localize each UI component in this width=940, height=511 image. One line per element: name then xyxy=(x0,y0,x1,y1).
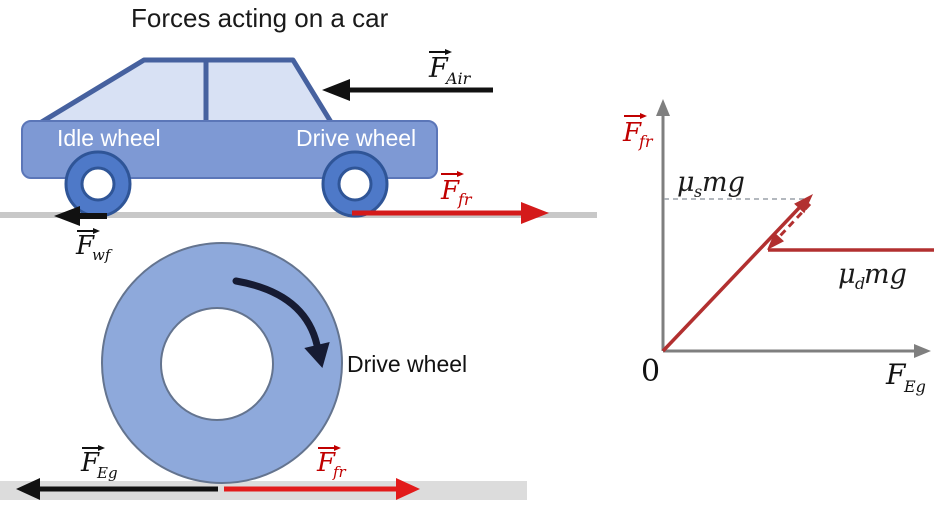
wheel-friction-subscript: wf xyxy=(92,246,113,264)
x-axis-label: F Eg xyxy=(885,358,926,396)
friction-subscript: fr xyxy=(457,190,473,209)
wheel-friction-force-subscript: fr xyxy=(332,463,347,481)
friction-force-arrow xyxy=(352,202,549,224)
rotation-direction-arrow xyxy=(232,277,330,368)
static-rise-arrowhead-icon xyxy=(794,194,813,214)
wheel-friction-force-arrowhead-icon xyxy=(396,478,420,500)
x-axis-subscript: Eg xyxy=(903,377,926,396)
friction-symbol: F xyxy=(440,176,460,206)
y-axis-arrowhead-icon xyxy=(656,99,670,116)
x-axis xyxy=(663,344,931,358)
air-drag-arrowhead-icon xyxy=(322,79,350,101)
engine-force-symbol: F xyxy=(80,448,100,478)
friction-graph: 0 F fr F Eg μ s mg xyxy=(622,99,934,396)
y-axis-subscript: fr xyxy=(638,132,654,151)
engine-force-subscript: Eg xyxy=(96,464,118,482)
mu-s-mg-text: mg xyxy=(702,167,745,198)
vector-arrowhead-icon xyxy=(98,445,105,451)
y-axis-label: F fr xyxy=(622,113,654,151)
air-drag-force-arrow xyxy=(322,79,493,101)
slip-drop-arrowhead-icon xyxy=(767,232,784,250)
vector-arrowhead-icon xyxy=(445,49,452,55)
kinetic-level-label: μ d mg xyxy=(838,259,907,293)
x-axis-arrowhead-icon xyxy=(914,344,931,358)
static-rise-line xyxy=(661,206,801,353)
engine-force-arrowhead-icon xyxy=(16,478,40,500)
y-axis-symbol: F xyxy=(622,118,642,148)
vector-arrowhead-icon xyxy=(457,171,464,177)
diagram-title: Forces acting on a car xyxy=(131,3,389,33)
wheel-figure: Drive wheel F Eg F fr xyxy=(0,242,527,500)
wheel-friction-label: F wf xyxy=(75,228,113,264)
engine-force-label: F Eg xyxy=(80,445,118,482)
x-axis-symbol: F xyxy=(885,358,907,391)
y-axis xyxy=(656,99,670,351)
wheel-friction-force-arrow xyxy=(224,478,420,500)
slip-drop-arrow xyxy=(767,202,812,250)
ground-line xyxy=(0,212,597,218)
drive-wheel-label: Drive wheel xyxy=(296,125,416,151)
engine-force-arrow xyxy=(16,478,218,500)
friction-arrowhead-icon xyxy=(521,202,549,224)
car-cabin xyxy=(27,57,337,132)
wheel-friction-force-label: F fr xyxy=(316,445,347,481)
drive-wheel-caption: Drive wheel xyxy=(347,351,467,377)
idle-wheel-label: Idle wheel xyxy=(57,125,161,151)
wheel-friction-arrowhead-icon xyxy=(54,206,80,226)
mu-d-subscript: d xyxy=(855,274,865,293)
mu-d-mg-text: mg xyxy=(864,259,907,290)
mu-s-symbol: μ xyxy=(677,167,695,198)
rotation-arrowhead-icon xyxy=(304,342,330,368)
vector-arrowhead-icon xyxy=(93,228,100,234)
wheel-friction-force-symbol: F xyxy=(316,448,336,478)
vector-arrowhead-icon xyxy=(334,445,341,451)
origin-label: 0 xyxy=(641,354,660,389)
wheel-friction-symbol: F xyxy=(75,231,95,261)
air-drag-force-label: F Air xyxy=(428,49,472,88)
wheel-friction-arrow xyxy=(54,206,107,226)
idle-wheel-hub xyxy=(80,166,116,202)
slip-drop-line xyxy=(777,202,812,239)
rotation-arrow-arc xyxy=(232,277,321,349)
car-figure: Idle wheel Drive wheel F Air F fr xyxy=(0,49,597,264)
wheel-hub xyxy=(160,307,274,421)
mu-d-symbol: μ xyxy=(838,259,856,290)
vector-arrowhead-icon xyxy=(640,113,647,119)
air-drag-symbol: F xyxy=(428,53,449,84)
mu-s-subscript: s xyxy=(694,182,702,201)
air-drag-subscript: Air xyxy=(444,69,472,88)
drive-wheel-hub xyxy=(337,166,373,202)
static-peak-label: μ s mg xyxy=(677,167,745,201)
friction-force-label: F fr xyxy=(440,171,473,209)
static-rise-arrow xyxy=(661,194,813,353)
